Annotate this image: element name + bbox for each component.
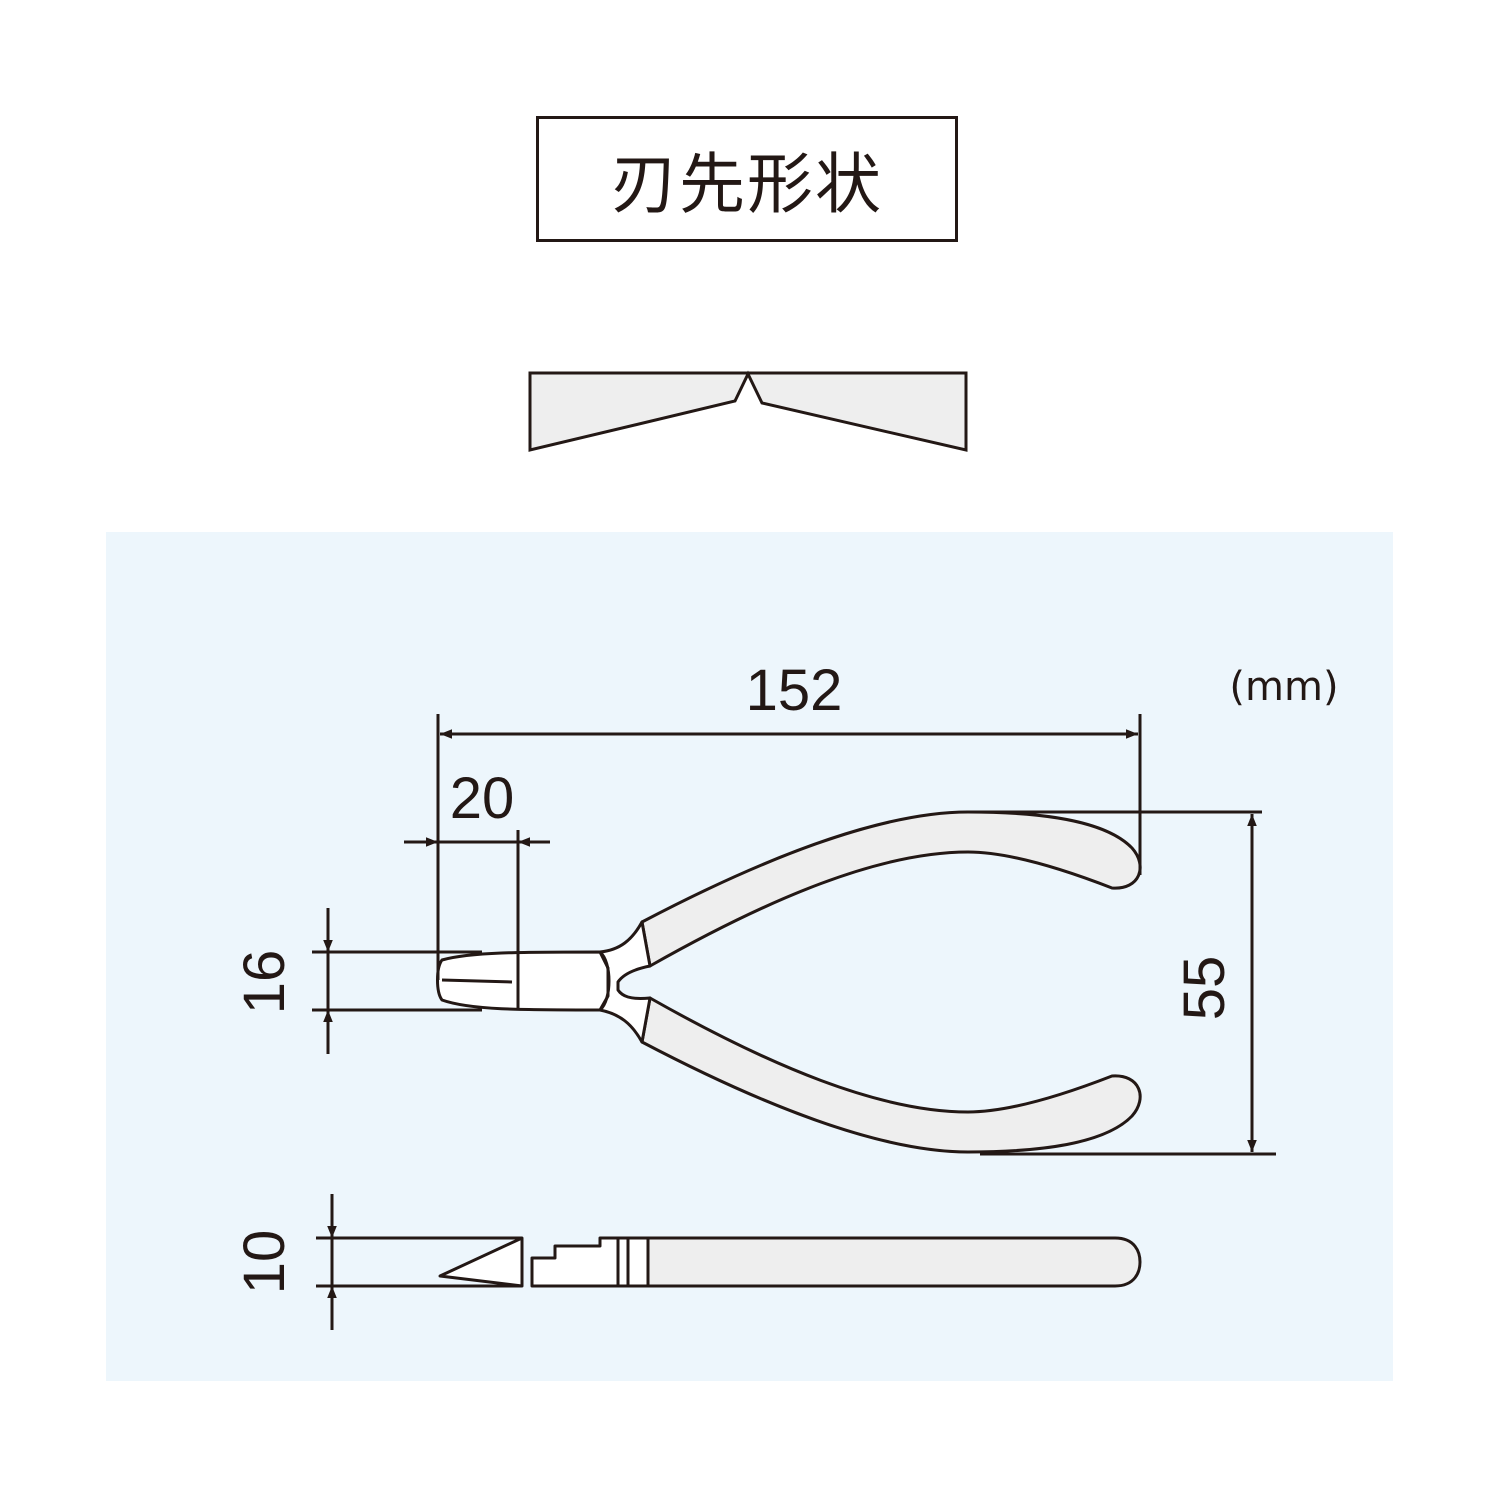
- side-head: [438, 1236, 524, 1288]
- dim-overall-length: 152: [746, 658, 843, 723]
- lower-handle: [640, 996, 1142, 1154]
- pliers-side-view: [438, 1236, 1142, 1288]
- joint: [598, 920, 652, 1044]
- dim-head-width: 16: [232, 950, 297, 1015]
- dim-handle-spread: 55: [1172, 956, 1237, 1021]
- cutting-head: [436, 950, 610, 1012]
- unit-label: (mm): [1229, 664, 1338, 710]
- blade-tip-shape: [528, 370, 968, 452]
- dim-head-length: 20: [450, 766, 515, 831]
- dim-thickness: 10: [232, 1230, 297, 1295]
- pliers-top-view: [436, 810, 1142, 1154]
- side-handle: [646, 1236, 1142, 1288]
- upper-handle: [640, 810, 1142, 968]
- dimension-lines: [312, 714, 1276, 1330]
- blade-shape-title: 刃先形状: [536, 116, 958, 242]
